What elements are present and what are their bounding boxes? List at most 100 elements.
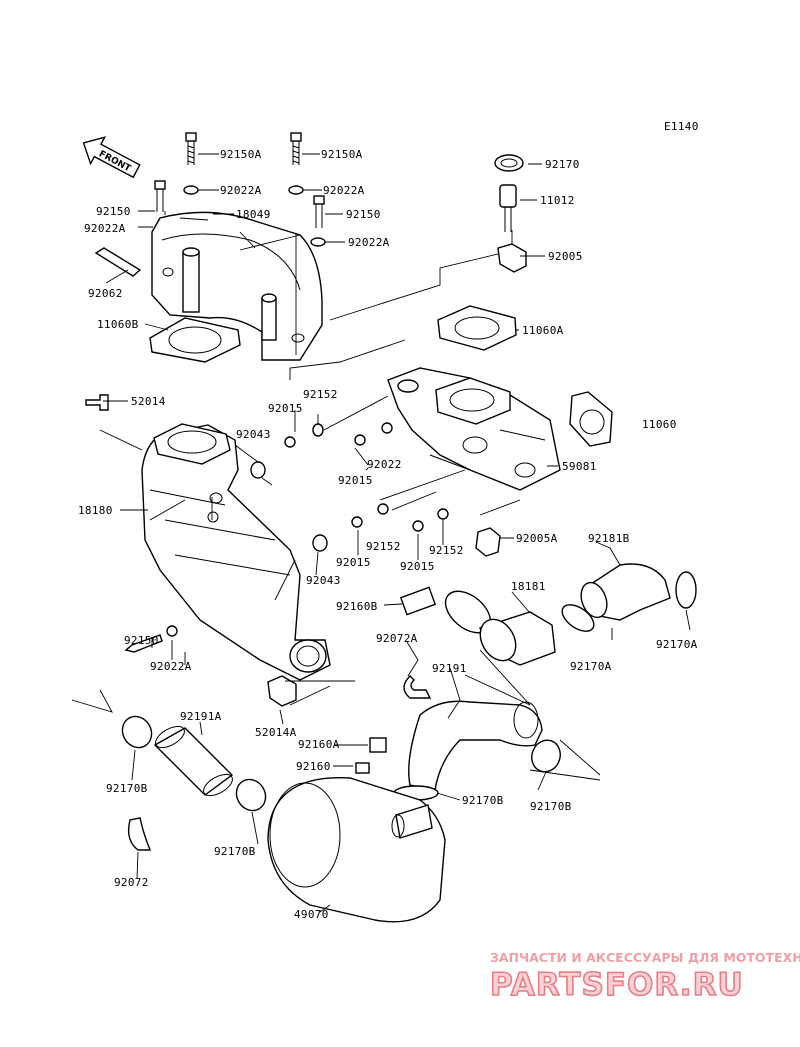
nut-icon xyxy=(412,520,424,532)
part-label: 11060 xyxy=(642,418,677,431)
part-label: 92191 xyxy=(432,662,467,675)
part-label: 92015 xyxy=(338,474,373,487)
part-label: 92160B xyxy=(336,600,378,613)
part-label: 92022A xyxy=(348,236,390,249)
part-label: 92062 xyxy=(88,287,123,300)
washer-icon xyxy=(310,237,326,247)
part-label: 92170 xyxy=(545,158,580,171)
washer-icon xyxy=(166,625,178,637)
part-label: 92150A xyxy=(220,148,262,161)
part-label: 92015 xyxy=(400,560,435,573)
part-label: 11060B xyxy=(97,318,139,331)
nut-icon xyxy=(354,434,366,446)
stud-icon xyxy=(94,247,142,277)
muffler-49070 xyxy=(267,776,446,923)
hose-92191 xyxy=(408,700,543,791)
damper-icon xyxy=(312,423,324,437)
part-label: 92160A xyxy=(298,738,340,751)
clamp-92170a-icon xyxy=(675,571,697,609)
part-label: 92072 xyxy=(114,876,149,889)
clamp-92170a-icon xyxy=(561,604,595,632)
part-label: 49070 xyxy=(294,908,329,921)
part-label: 92150 xyxy=(124,634,159,647)
diagram-code: E1140 xyxy=(664,120,699,133)
part-label: 18180 xyxy=(78,504,113,517)
watermark-tagline: ЗАПЧАСТИ И АКСЕССУАРЫ ДЛЯ МОТОТЕХНИКИ xyxy=(490,950,800,965)
part-label: 92152 xyxy=(303,388,338,401)
bolt-52014-icon xyxy=(85,394,109,411)
gasket-11060b xyxy=(149,317,241,363)
hose-92191a xyxy=(153,725,234,797)
part-label: 92005 xyxy=(548,250,583,263)
part-label: 18049 xyxy=(236,208,271,221)
part-label: 11060A xyxy=(522,324,564,337)
part-label: 92015 xyxy=(268,402,303,415)
sensor-11012-icon xyxy=(499,184,517,232)
part-label: 92022A xyxy=(84,222,126,235)
part-label: 18181 xyxy=(511,580,546,593)
part-label: 92005A xyxy=(516,532,558,545)
rubber-92043-icon xyxy=(312,534,328,552)
part-label: 92043 xyxy=(236,428,271,441)
part-label: 52014 xyxy=(131,395,166,408)
damper-icon xyxy=(437,508,449,520)
watermark: ЗАПЧАСТИ И АКСЕССУАРЫ ДЛЯ МОТОТЕХНИКИ PA… xyxy=(489,950,800,1004)
leader-lines xyxy=(71,153,691,913)
exhaust-pipe-59081 xyxy=(387,367,561,491)
part-label: 92170A xyxy=(570,660,612,673)
watermark-brand: PARTSFOR.RU xyxy=(490,967,744,1003)
label-plate-92160a xyxy=(369,737,387,753)
part-label: 92022A xyxy=(323,184,365,197)
part-label: 59081 xyxy=(562,460,597,473)
hose-92181b xyxy=(580,563,671,621)
part-label: 92170B xyxy=(106,782,148,795)
part-label: 92170A xyxy=(656,638,698,651)
bolt-92150-icon xyxy=(313,195,325,228)
nut-icon xyxy=(351,516,363,528)
part-label: 92181B xyxy=(588,532,630,545)
expansion-chamber-18180 xyxy=(141,423,331,681)
part-label: 92152 xyxy=(429,544,464,557)
part-label: 92170B xyxy=(462,794,504,807)
front-arrow-icon: FRONT xyxy=(82,136,141,179)
label-plate-92160b xyxy=(399,586,437,616)
washer-icon xyxy=(288,185,304,195)
part-label: 92150 xyxy=(96,205,131,218)
cap-92170-icon xyxy=(494,154,524,172)
gasket-11060a xyxy=(437,305,517,351)
washer-icon xyxy=(183,185,199,195)
rubber-92043-icon xyxy=(250,461,266,479)
part-label: 11012 xyxy=(540,194,575,207)
part-label: 92191A xyxy=(180,710,222,723)
part-label: 92170B xyxy=(530,800,572,813)
clip-92072-icon xyxy=(127,817,152,851)
label-plate-92160 xyxy=(355,762,370,774)
damper-icon xyxy=(377,503,389,515)
part-label: 92043 xyxy=(306,574,341,587)
gasket-11060 xyxy=(569,391,613,447)
clamp-92170b-icon xyxy=(235,778,267,812)
resonator-18181 xyxy=(444,590,556,666)
part-label: 52014A xyxy=(255,726,297,739)
nut-icon xyxy=(381,422,393,434)
bolt-92150-icon xyxy=(154,180,166,212)
part-number-labels: E1140 92150A 92150A 92022A 92022A 92150 … xyxy=(78,120,699,921)
clamp-92170b-icon xyxy=(121,715,153,749)
part-drawings: FRONT xyxy=(82,132,697,923)
exhaust-manifold-18049 xyxy=(151,211,323,361)
part-label: 92150 xyxy=(346,208,381,221)
fitting-92005-icon xyxy=(497,243,527,273)
clamp-92170b-icon xyxy=(531,739,561,773)
part-label: 92072A xyxy=(376,632,418,645)
part-label: 92152 xyxy=(366,540,401,553)
part-label: 92022 xyxy=(367,458,402,471)
bolt-92150a-right-icon xyxy=(290,132,302,165)
part-label: 92160 xyxy=(296,760,331,773)
bolt-92150-lower-icon xyxy=(124,634,163,653)
clip-92072a-icon xyxy=(403,675,432,699)
part-label: 92170B xyxy=(214,845,256,858)
fitting-92005a-icon xyxy=(475,527,501,557)
bolt-92150a-left-icon xyxy=(185,132,197,165)
part-label: 92022A xyxy=(220,184,262,197)
